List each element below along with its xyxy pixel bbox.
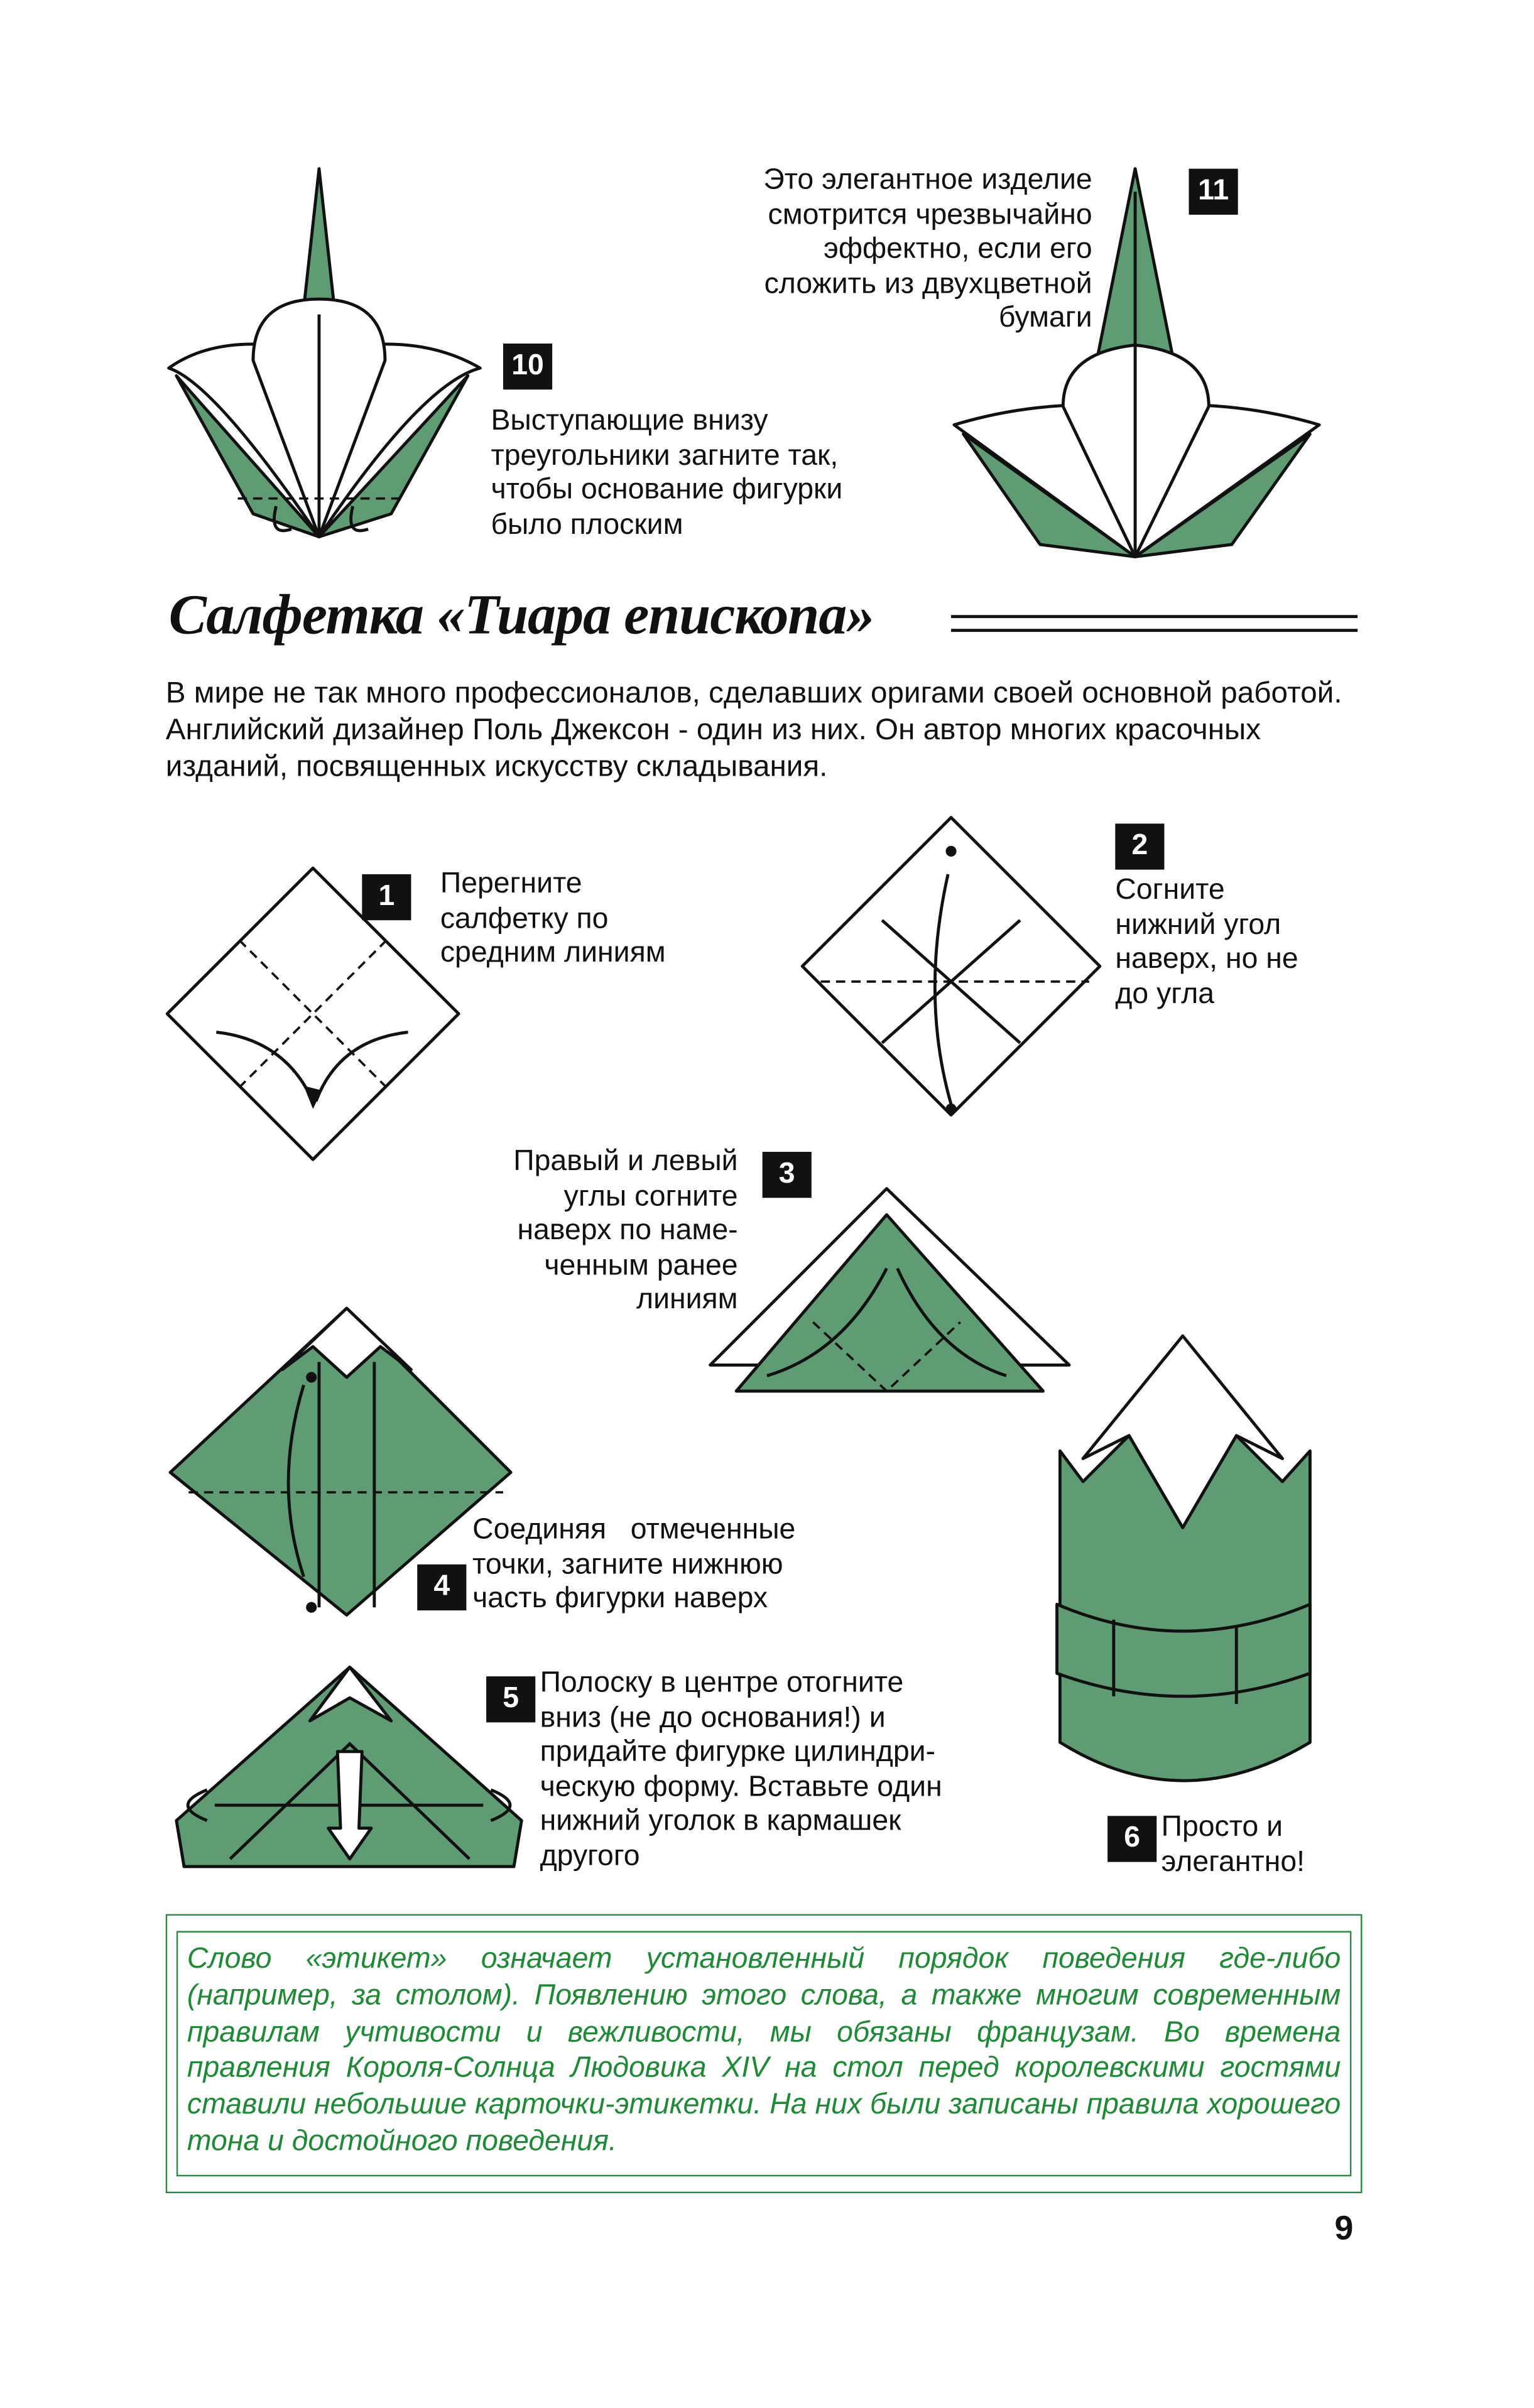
- step2-text: Согните нижний угол наверх, но не до угл…: [1115, 874, 1298, 1011]
- step3-text: Правый и левый углы согните наверх по на…: [513, 1146, 738, 1316]
- step5-diagram: [175, 1666, 523, 1868]
- step5-badge: 5: [486, 1676, 536, 1723]
- step1-text: Перегните салфетку по средним линиям: [440, 868, 666, 970]
- step1-badge: 1: [362, 874, 411, 921]
- page-number: 9: [1334, 2208, 1354, 2247]
- step2-badge: 2: [1115, 823, 1165, 870]
- step4-text: Соединяя отмеченные точки, загните нижню…: [472, 1514, 796, 1615]
- intro-paragraph: В мире не так много профессионалов, сдел…: [165, 676, 1342, 784]
- etiquette-note-text: Слово «этикет» означает установленный по…: [176, 1931, 1352, 2177]
- step4-diagram: [168, 1306, 513, 1617]
- step3-diagram: [709, 1187, 1071, 1393]
- section-title: Салфетка «Тиара епископа»: [168, 584, 875, 648]
- step6-badge: 6: [1107, 1816, 1157, 1862]
- step6-diagram: [1055, 1334, 1312, 1782]
- etiquette-note-box: Слово «этикет» означает установленный по…: [165, 1914, 1363, 2194]
- step6-text: Просто и элегантно!: [1161, 1811, 1305, 1879]
- step10-badge: 10: [503, 344, 553, 390]
- title-rule: [951, 629, 1358, 632]
- step3-badge: 3: [762, 1151, 812, 1198]
- step10-diagram: [167, 167, 482, 539]
- step11-diagram: [952, 167, 1321, 558]
- step4-badge: 4: [417, 1564, 467, 1611]
- step11-badge: 11: [1189, 168, 1238, 215]
- step5-text: Полоску в центре отогните вниз (не до ос…: [540, 1667, 942, 1872]
- step1-diagram: [165, 866, 460, 1161]
- step2-diagram: [800, 816, 1102, 1117]
- step11-text: Это элегантное изделие смотрится чрезвыч…: [763, 164, 1092, 335]
- step10-text: Выступающие внизу треугольники загните т…: [491, 404, 843, 541]
- title-rule: [951, 615, 1358, 619]
